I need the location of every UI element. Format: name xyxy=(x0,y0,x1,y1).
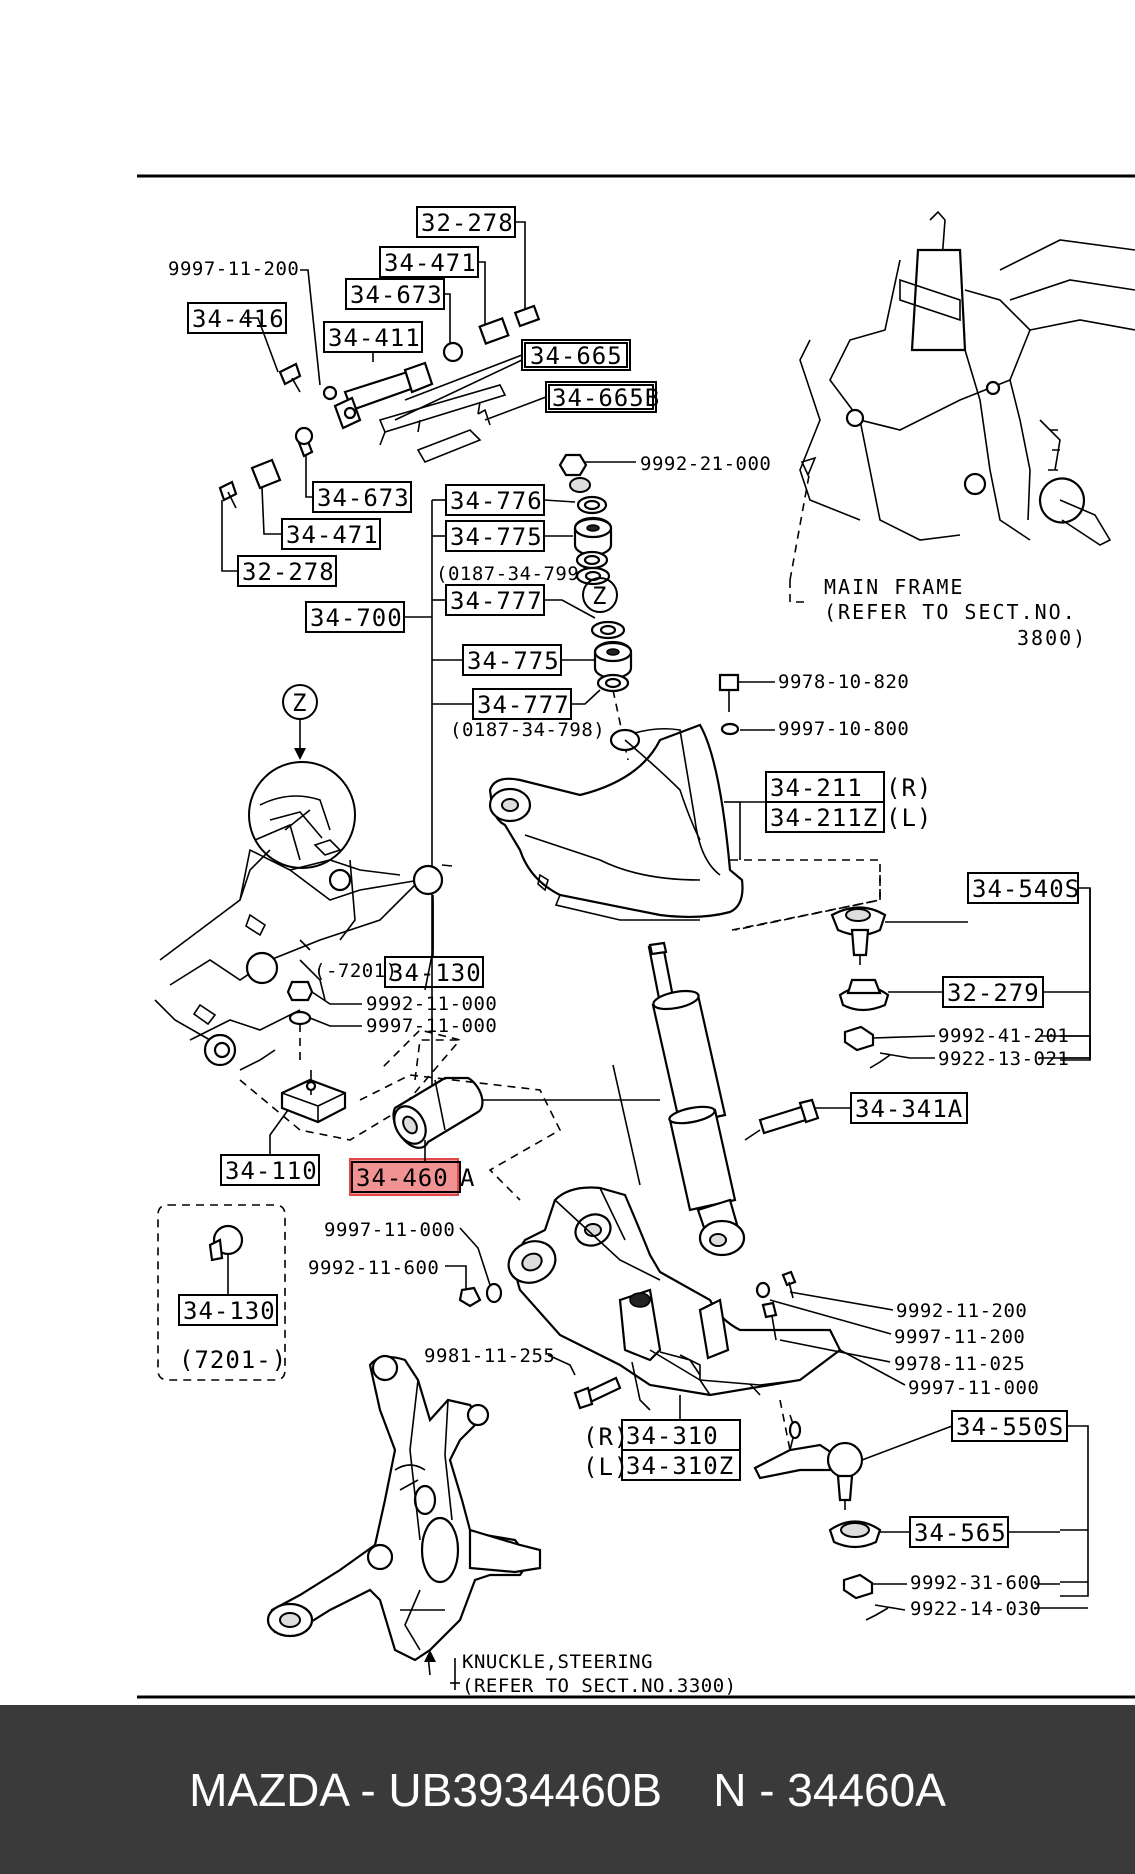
label-34-211-r: (R) xyxy=(886,774,932,802)
steering-knuckle: KNUCKLE,STEERING (REFER TO SECT.NO.3300) xyxy=(266,1354,737,1697)
option-box-34-130: 34-130 (7201-) xyxy=(157,1204,287,1381)
label-34-411: 34-411 xyxy=(328,324,421,352)
z-mark-right: Z xyxy=(592,582,607,610)
label-34-416: 34-416 xyxy=(192,305,285,333)
label-34-471-bot: 34-471 xyxy=(286,521,379,549)
highlight-34-460 xyxy=(349,1158,459,1196)
part-number-caption: MAZDA - UB3934460B N - 34460A xyxy=(0,1705,1135,1874)
label-34-211z-l: (L) xyxy=(886,804,932,832)
suspension-exploded-diagram: 32-278 9997-11-200 34-471 34-673 34-416 … xyxy=(137,174,1135,1699)
label-34-540s: 34-540S xyxy=(972,875,1080,903)
label-34-565: 34-565 xyxy=(914,1519,1007,1547)
knuckle-note-line-2: (REFER TO SECT.NO.3300) xyxy=(462,1675,737,1697)
label-34-211: 34-211 xyxy=(770,774,863,802)
label-0187-34-798: (0187-34-798) xyxy=(450,719,605,741)
label-9997-11-200: 9997-11-200 xyxy=(168,258,299,280)
label-9978-10-820: 9978-10-820 xyxy=(778,671,909,693)
label-34-775-b: 34-775 xyxy=(467,647,560,675)
upper-control-arm: 9978-10-820 9997-10-800 34-211 (R) 34-21… xyxy=(488,671,932,931)
label-34-471-top: 34-471 xyxy=(384,249,477,277)
lower-arm-labels: (R) 34-310 (L) 34-310Z xyxy=(583,1395,741,1481)
label-9997-11-000-right: 9997-11-000 xyxy=(908,1377,1039,1399)
label-32-278-top: 32-278 xyxy=(421,209,514,237)
label-9997-11-000-left: 9997-11-000 xyxy=(366,1015,497,1037)
label-34-310z-l: (L) xyxy=(583,1453,629,1481)
label-9997-11-200-right: 9997-11-200 xyxy=(894,1326,1025,1348)
label-34-673-top: 34-673 xyxy=(350,281,443,309)
label-9992-11-200: 9992-11-200 xyxy=(896,1300,1027,1322)
label-32-278-bot: 32-278 xyxy=(242,558,335,586)
label-34-460-suffix: A xyxy=(460,1164,475,1192)
main-frame-line-2: (REFER TO SECT.NO. xyxy=(824,600,1077,624)
main-frame-sketch: MAIN FRAME (REFER TO SECT.NO. 3800) xyxy=(789,210,1135,650)
z-mark-left: Z xyxy=(292,689,307,717)
label-9992-11-000: 9992-11-000 xyxy=(366,993,497,1015)
label-34-700: 34-700 xyxy=(310,604,403,632)
bushing-34-460a: 34-460 A xyxy=(349,1039,562,1201)
label-34-777-a: 34-777 xyxy=(450,587,543,615)
label-34-310z: 34-310Z xyxy=(626,1452,734,1480)
label-9922-13-021: 9922-13-021 xyxy=(938,1048,1069,1070)
label-9992-21-000: 9992-21-000 xyxy=(640,453,771,475)
main-frame-line-1: MAIN FRAME xyxy=(824,575,964,599)
lower-control-arm: 34-341A 9997-11-000 9992-11-600 9992-11-… xyxy=(308,1092,1039,1451)
knuckle-note-line-1: KNUCKLE,STEERING xyxy=(462,1651,653,1673)
label-34-777-b: 34-777 xyxy=(477,691,570,719)
label-9997-10-800: 9997-10-800 xyxy=(778,718,909,740)
main-frame-line-3: 3800) xyxy=(1017,626,1087,650)
label-9981-11-255: 9981-11-255 xyxy=(424,1345,555,1367)
upper-ball-joint: 34-540S 32-279 9992-41-201 9922-13-021 xyxy=(731,872,1091,1070)
left-frame-detail: Z 34-130 (-7201) 9992-11-000 99 xyxy=(154,684,497,1186)
label-32-279: 32-279 xyxy=(947,979,1040,1007)
label-9992-31-600: 9992-31-600 xyxy=(910,1572,1041,1594)
label-34-310-r: (R) xyxy=(583,1423,629,1451)
bushing-labels-left: 34-673 34-471 32-278 xyxy=(221,455,412,587)
label-34-460: 34-460 xyxy=(356,1164,449,1192)
label-34-130-top: 34-130 xyxy=(389,959,482,987)
strut-bar-assembly: 32-278 9997-11-200 34-471 34-673 34-416 … xyxy=(168,206,660,509)
label-7201-dash: (-7201) xyxy=(314,960,398,982)
label-34-775-a: 34-775 xyxy=(450,523,543,551)
label-34-310: 34-310 xyxy=(626,1422,719,1450)
label-34-341a: 34-341A xyxy=(855,1095,963,1123)
label-0187-34-799: (0187-34-799) xyxy=(436,563,591,585)
label-34-665: 34-665 xyxy=(530,342,623,370)
label-9922-14-030: 9922-14-030 xyxy=(910,1598,1041,1620)
label-34-776: 34-776 xyxy=(450,487,543,515)
label-34-673-bot: 34-673 xyxy=(317,484,410,512)
shock-absorber xyxy=(612,941,746,1257)
lower-ball-joint: 34-550S 34-565 9992-31-600 9922-14-030 xyxy=(753,1410,1089,1621)
label-7201-open: (7201-) xyxy=(179,1346,287,1374)
label-34-665b: 34-665B xyxy=(552,384,660,412)
label-9997-11-000-mid: 9997-11-000 xyxy=(324,1219,455,1241)
label-9992-41-201: 9992-41-201 xyxy=(938,1025,1069,1047)
label-34-130-bot: 34-130 xyxy=(183,1297,276,1325)
label-34-211z: 34-211Z xyxy=(770,804,878,832)
label-34-110: 34-110 xyxy=(225,1157,318,1185)
label-9992-11-600: 9992-11-600 xyxy=(308,1257,439,1279)
label-9978-11-025: 9978-11-025 xyxy=(894,1353,1025,1375)
label-34-550s: 34-550S xyxy=(956,1413,1064,1441)
